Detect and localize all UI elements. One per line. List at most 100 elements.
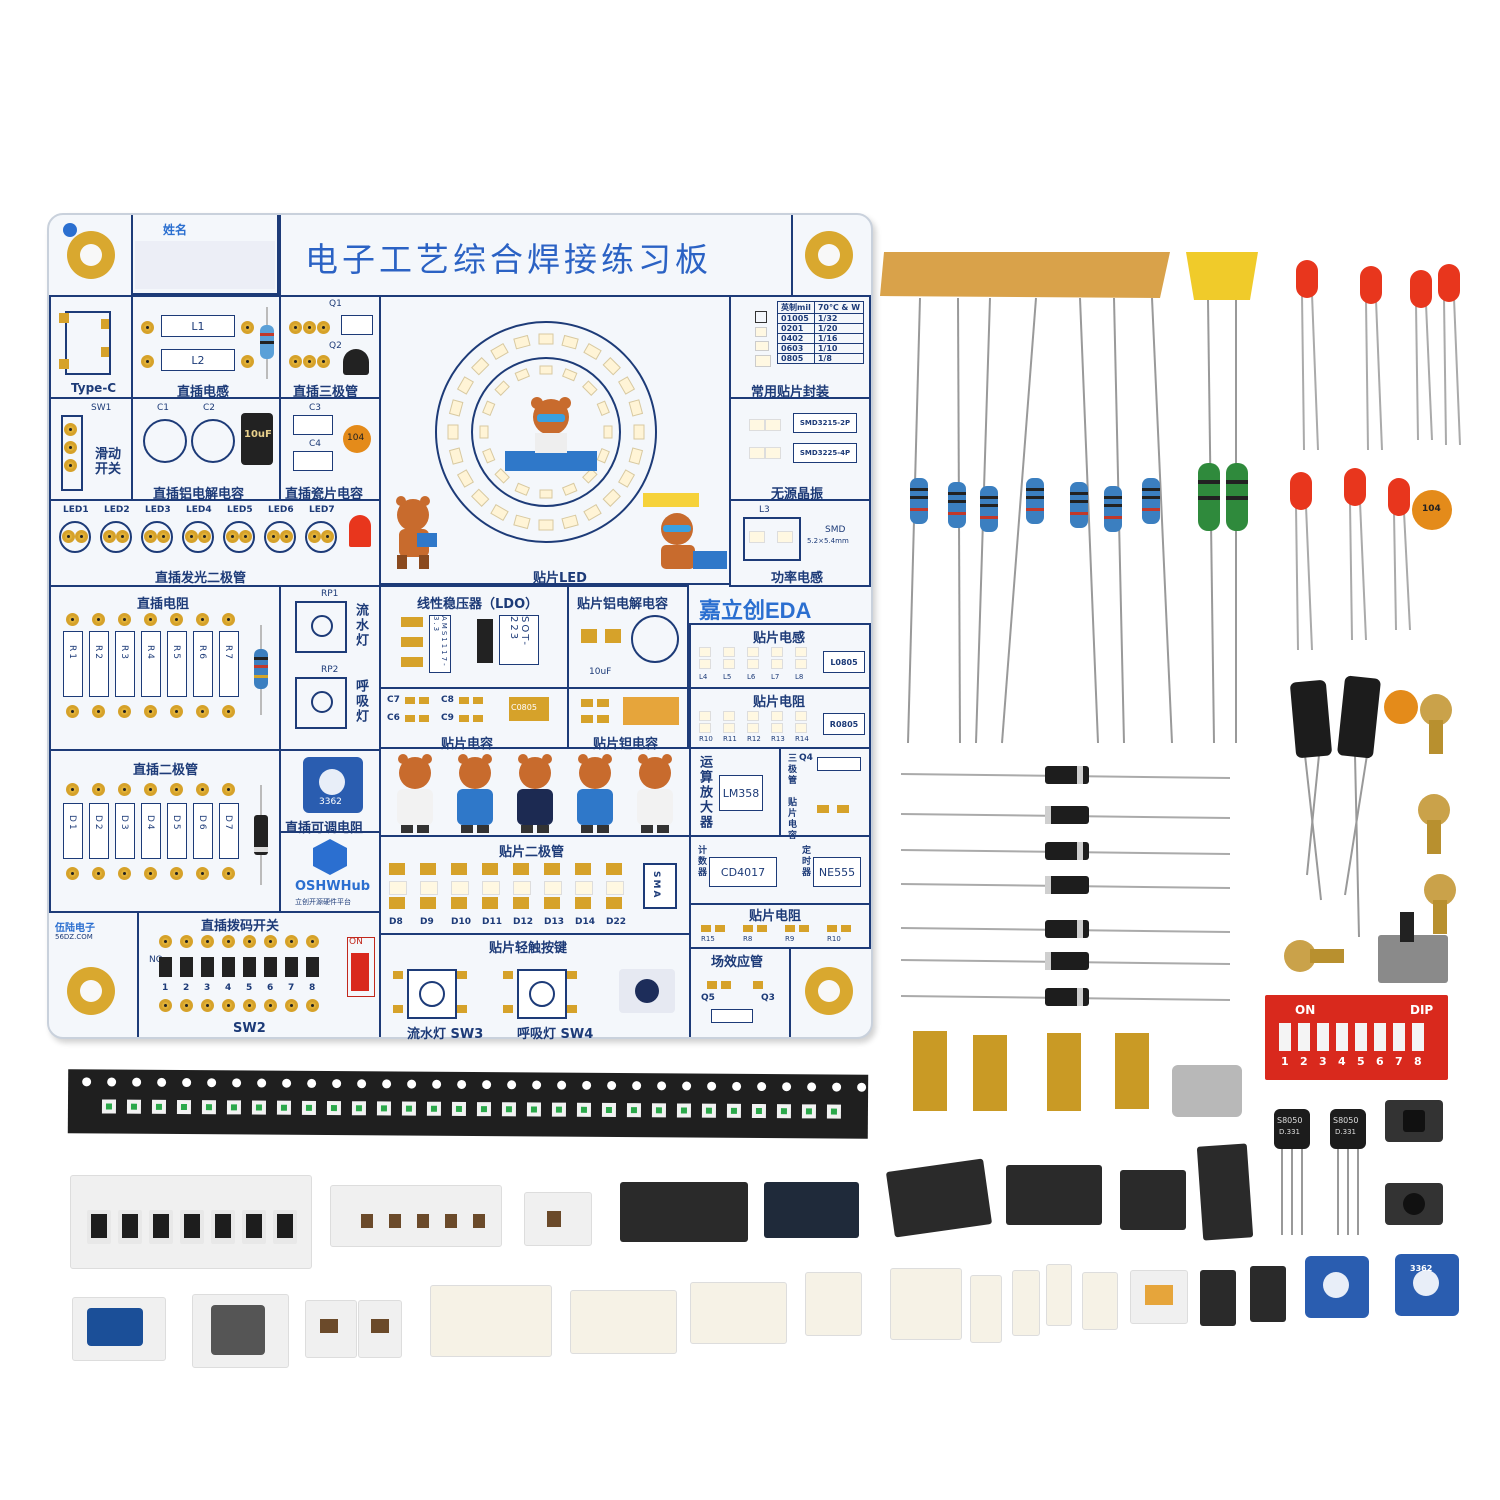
pad [771, 659, 783, 669]
pad [785, 925, 795, 932]
pad [196, 867, 209, 880]
tact-button-sw4[interactable] [529, 981, 555, 1007]
c0805-label: C0805 [511, 703, 537, 712]
name-box: 姓名 [131, 215, 279, 295]
pad [597, 715, 609, 723]
led-row-label: 直插发光二极管 [155, 571, 247, 586]
diode-ref: D1 [67, 815, 77, 832]
dip-lever-icon [1336, 1023, 1348, 1051]
pad [198, 530, 211, 543]
smd3225-box: SMD3225-4P [793, 443, 857, 463]
dip-lever-icon [180, 957, 193, 977]
pad [459, 697, 469, 704]
bear-ear [482, 754, 492, 764]
pad [747, 647, 759, 657]
resistor-outline [115, 631, 135, 697]
pad [513, 897, 529, 909]
pkg-icon [755, 327, 767, 337]
bear-engineer-icon [643, 493, 727, 569]
pkg-icon [755, 355, 771, 367]
pad [771, 711, 783, 721]
transistor-sub-2: D.331 [1335, 1128, 1356, 1136]
tact-button-sw3[interactable] [419, 981, 445, 1007]
smd-led-pad [513, 334, 531, 350]
resistor-band [910, 488, 928, 491]
red-led-icon [1344, 468, 1366, 506]
smd-l-ref: L5 [723, 673, 732, 681]
led-lead [1295, 505, 1299, 651]
package-cell: 1/20 [813, 323, 865, 334]
smd-led-pad [618, 376, 636, 395]
smd-l-label: SMD [825, 525, 846, 535]
smd-led-dot [605, 1106, 612, 1114]
pad [201, 999, 214, 1012]
package-cell: 1/10 [813, 343, 865, 354]
tape-sprocket [682, 1081, 692, 1091]
sot223-ic-icon [885, 1158, 993, 1238]
pad [393, 1005, 403, 1013]
pad [513, 863, 529, 875]
smd-led-dot [205, 1104, 212, 1111]
smd-tantalum-strip [1130, 1270, 1188, 1324]
ref-Q5: Q5 [701, 993, 715, 1003]
dip-lever-icon [285, 957, 298, 977]
pad [401, 617, 423, 627]
smd-diode-ref: D22 [606, 917, 626, 927]
smd-diode-chip [277, 1214, 293, 1238]
section-slide-switch: SW1 滑动 开关 [49, 397, 133, 501]
led-lead [1375, 299, 1383, 451]
user-icon [63, 223, 77, 237]
pad [66, 613, 79, 626]
smd-diode-ref: D12 [513, 917, 533, 927]
inductor-label: 直插电感 [177, 385, 230, 400]
section-typec: Type-C [49, 295, 133, 399]
dip-lever-icon [1317, 1023, 1329, 1051]
resistor-band [1026, 488, 1044, 491]
diode-outline [219, 803, 239, 859]
smd-res-strip [805, 1272, 862, 1336]
section-ldo: 线性稳压器（LDO） AMS1117-3.3 SOT-223 [379, 585, 569, 689]
smd-l-ref: L7 [771, 673, 780, 681]
triode-label: 三极管 [786, 753, 796, 786]
ne555-outline: NE555 [813, 857, 861, 887]
pad [575, 863, 591, 875]
dip-num: 6 [267, 983, 274, 993]
resistor-ref: R4 [145, 645, 155, 661]
mount-hole-top-left [67, 231, 115, 279]
to92-outline [341, 315, 373, 335]
tape-sprocket [257, 1078, 267, 1088]
resistor-ref: R2 [93, 645, 103, 661]
led-ref: LED7 [309, 505, 335, 515]
tact-label: 贴片轻触按键 [489, 941, 568, 956]
smd-tiny-strip [970, 1275, 1002, 1343]
led-lead [1443, 297, 1447, 446]
screw-head-icon [1418, 794, 1450, 826]
smd-led-pad [513, 514, 531, 530]
smd-diode-chip [184, 1214, 200, 1238]
pad [180, 935, 193, 948]
power-inductor-outline [743, 517, 801, 561]
package-cell: 1/32 [813, 313, 865, 324]
led-lead [1301, 293, 1305, 451]
section-transistor: Q1 Q2 直插三极管 [279, 295, 381, 400]
smd-led-pad [494, 468, 510, 484]
dip-lever-icon [1355, 1023, 1367, 1051]
sw2-label: SW2 [233, 1021, 266, 1036]
diode-outline [89, 803, 109, 859]
sot23-outline [711, 1009, 753, 1023]
pad [92, 867, 105, 880]
screw-group [1284, 694, 1456, 972]
tape-sprocket [457, 1079, 467, 1089]
pad [144, 613, 157, 626]
pad [118, 783, 131, 796]
pcb-board: 姓名 电子工艺综合焊接练习板 Type-C L1 L2 直插电感 Q1 [47, 213, 873, 1042]
dip-lever-icon [1393, 1023, 1405, 1051]
bear-head [399, 757, 431, 789]
resistor-band [1070, 512, 1088, 515]
pad [473, 715, 483, 722]
diode-ref: D6 [197, 815, 207, 832]
dip-lever-icon [1279, 1023, 1291, 1051]
dip-part-num: 1 [1281, 1055, 1289, 1068]
